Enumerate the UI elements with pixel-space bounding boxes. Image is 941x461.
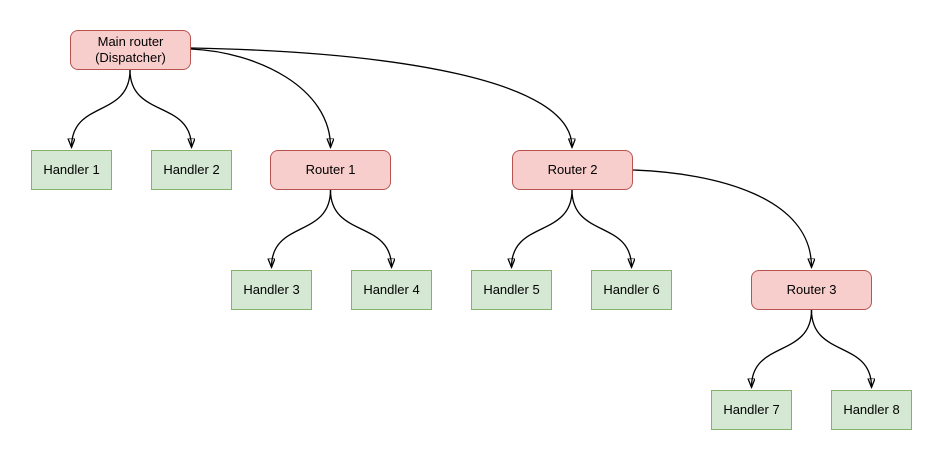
edge-main-to-router2 (190, 47, 572, 147)
node-handler-2[interactable]: Handler 2 (151, 150, 232, 190)
node-handler-8[interactable]: Handler 8 (831, 390, 912, 430)
node-handler-7[interactable]: Handler 7 (711, 390, 792, 430)
edge-router2-to-router3 (632, 169, 812, 267)
node-label: Handler 3 (243, 281, 300, 297)
node-router-1[interactable]: Router 1 (270, 150, 391, 190)
node-router-2[interactable]: Router 2 (512, 150, 633, 190)
node-handler-6[interactable]: Handler 6 (591, 270, 672, 310)
node-label: Main router (97, 33, 164, 49)
edge-router2-to-handler5 (512, 189, 573, 267)
edge-router1-to-handler4 (329, 189, 392, 267)
node-sublabel: (Dispatcher) (95, 50, 166, 65)
node-label: Handler 4 (363, 281, 420, 297)
node-router-3[interactable]: Router 3 (751, 270, 872, 310)
edge-main-to-router1 (190, 48, 331, 147)
node-label: Router 1 (305, 161, 356, 177)
edge-router3-to-handler8 (810, 309, 872, 387)
node-handler-1[interactable]: Handler 1 (31, 150, 112, 190)
node-label: Handler 6 (603, 281, 660, 297)
node-handler-5[interactable]: Handler 5 (471, 270, 552, 310)
node-label: Handler 5 (483, 281, 540, 297)
edge-router3-to-handler7 (752, 309, 813, 387)
node-label: Handler 2 (163, 161, 220, 177)
node-label: Handler 1 (43, 161, 100, 177)
node-label: Router 3 (786, 281, 837, 297)
edge-main-to-handler2 (129, 69, 192, 147)
node-handler-3[interactable]: Handler 3 (231, 270, 312, 310)
node-main-router[interactable]: Main router (Dispatcher) (70, 30, 191, 70)
node-label: Handler 7 (723, 401, 780, 417)
edge-router2-to-handler6 (571, 189, 632, 267)
edge-router1-to-handler3 (272, 189, 332, 267)
edge-main-to-handler1 (72, 69, 131, 147)
node-label: Handler 8 (843, 401, 900, 417)
node-label: Router 2 (547, 161, 598, 177)
node-handler-4[interactable]: Handler 4 (351, 270, 432, 310)
